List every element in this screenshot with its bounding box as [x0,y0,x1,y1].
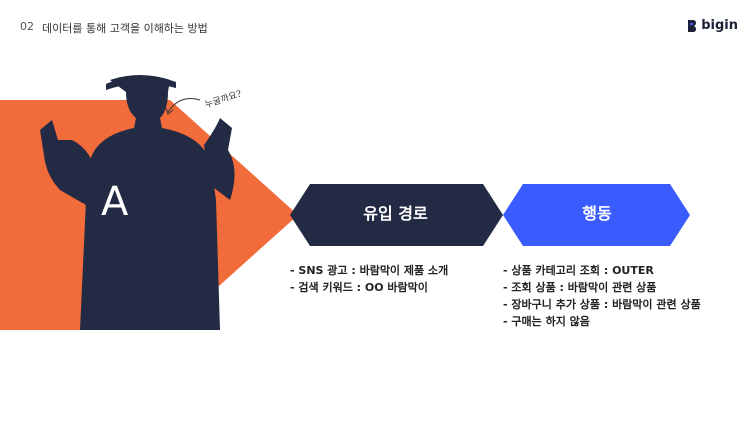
step-inflow-title: 유입 경로 [363,204,428,223]
step-behavior-title: 행동 [582,204,612,223]
step-behavior-shape [503,184,690,246]
inflow-list: - SNS 광고 : 바람막이 제품 소개 - 검색 키워드 : OO 바람막이 [290,262,448,296]
list-item: - 상품 카테고리 조회 : OUTER [503,264,654,277]
section-title: 데이터를 통해 고객을 이해하는 방법 [42,22,208,35]
slide-header: 02 데이터를 통해 고객을 이해하는 방법 [20,20,208,36]
figure-label: A [101,179,129,225]
person-silhouette [40,75,235,330]
bigin-logo-icon [688,19,697,32]
brand-logo: bigin [687,18,738,33]
brand-name: bigin [701,18,738,33]
annotation-arrow [167,98,201,113]
behavior-list: - 상품 카테고리 조회 : OUTER - 조회 상품 : 바람막이 관련 상… [503,262,701,330]
list-item: - SNS 광고 : 바람막이 제품 소개 [290,264,449,277]
list-item: - 장바구니 추가 상품 : 바람막이 관련 상품 [503,298,701,311]
step-inflow-shape [290,184,503,246]
section-number: 02 [20,20,34,33]
list-item: - 조회 상품 : 바람막이 관련 상품 [503,281,657,294]
list-item: - 구매는 하지 않음 [503,315,590,328]
list-item: - 검색 키워드 : OO 바람막이 [290,281,428,294]
